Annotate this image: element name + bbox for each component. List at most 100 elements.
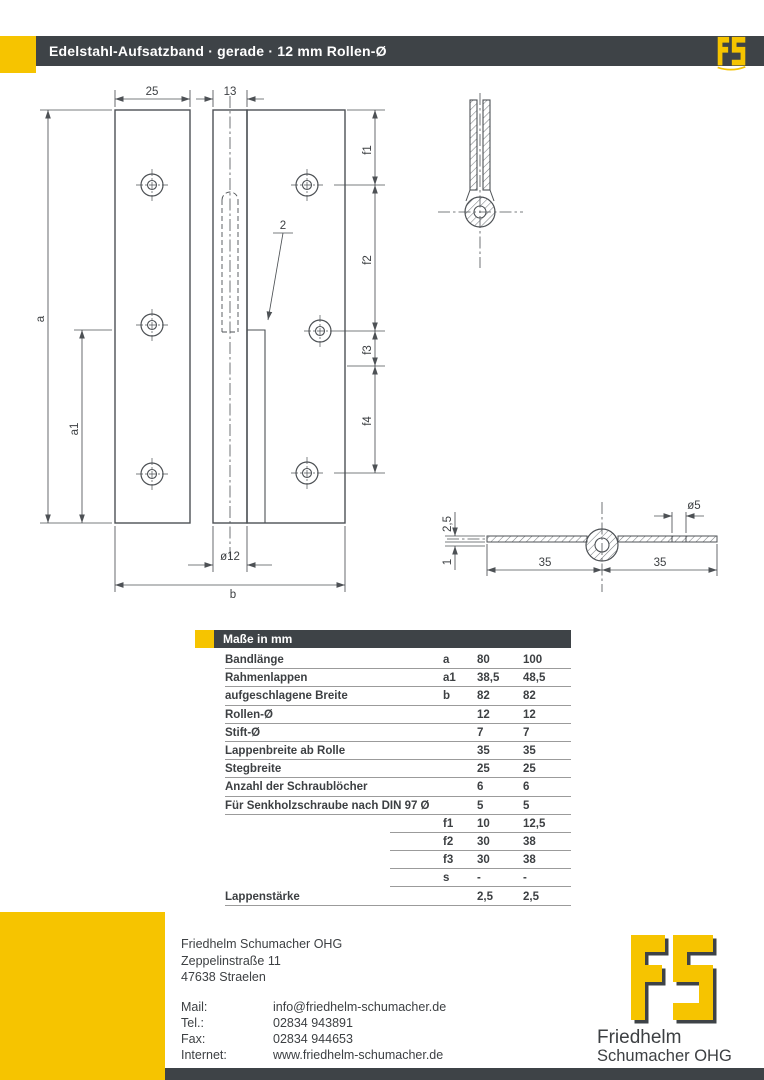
row-value-2: 6 (523, 781, 530, 794)
table-row: Rollen-Ø 12 12 (225, 706, 571, 724)
row-value-2: 38 (523, 835, 536, 848)
dim-label-35-right: 35 (654, 557, 667, 569)
logo-letters (631, 935, 713, 1020)
footer-contact-list: Mail: info@friedhelm-schumacher.de Tel.:… (181, 999, 446, 1063)
row-value-2: 82 (523, 690, 536, 703)
row-value-2: 2,5 (523, 890, 539, 903)
table-body: Bandlänge a 80 100 Rahmenlappen a1 38,5 48,5 a… (225, 651, 571, 906)
technical-drawing: 25 13 2 a a1 f1 f2 f3 f4 ø12 b 2,5 1 35 … (35, 86, 718, 601)
row-value-1: - (477, 872, 481, 885)
table-row: Für Senkholzschraube nach DIN 97 Ø 5 5 (225, 797, 571, 815)
row-value-2: 35 (523, 745, 536, 758)
contact-label-internet: Internet: (181, 1047, 227, 1062)
dim-label-1: 1 (442, 559, 454, 565)
dim-label-a1: a1 (69, 423, 81, 436)
measurements-table: Maße in mm Bandlänge a 80 100 Rahmenlappen a… (195, 630, 571, 906)
row-param: a1 (443, 672, 456, 685)
table-row: Lappenstärke 2,5 2,5 (225, 887, 571, 906)
footer-company-name: Friedhelm Schumacher OHG (181, 937, 343, 951)
row-value-1: 25 (477, 763, 490, 776)
contact-label-tel: Tel.: (181, 1015, 204, 1030)
row-value-1: 82 (477, 690, 490, 703)
row-label: Lappenstärke (225, 890, 300, 903)
header-bar: Edelstahl-Aufsatzband · gerade · 12 mm R… (36, 36, 764, 71)
row-param: a (443, 654, 450, 667)
row-value-2: 12,5 (523, 817, 546, 830)
table-title-bar: Maße in mm (214, 630, 571, 648)
row-label: Rollen-Ø (225, 708, 273, 721)
dim-label-d12: ø12 (220, 551, 240, 563)
row-value-1: 5 (477, 799, 484, 812)
row-value-1: 80 (477, 654, 490, 667)
dim-label-f3: f3 (362, 345, 374, 355)
dim-label-b: b (230, 589, 236, 601)
dimension-lines (40, 90, 718, 592)
row-value-2: 5 (523, 799, 530, 812)
page-title: Edelstahl-Aufsatzband · gerade · 12 mm R… (49, 43, 387, 59)
row-value-2: 25 (523, 763, 536, 776)
table-row: Rahmenlappen a1 38,5 48,5 (225, 669, 571, 688)
row-label: Bandlänge (225, 654, 284, 667)
row-label: Für Senkholzschraube nach DIN 97 Ø (225, 799, 430, 812)
table-row: Stift-Ø 7 7 (225, 724, 571, 743)
header-accent-square (0, 36, 36, 73)
dim-label-13: 13 (224, 86, 237, 98)
table-row: Anzahl der Schraublöcher 6 6 (225, 778, 571, 797)
dim-label-f2: f2 (362, 255, 374, 265)
contact-value-tel: 02834 943891 (273, 1015, 353, 1030)
row-value-1: 38,5 (477, 672, 500, 685)
row-value-2: 7 (523, 726, 530, 739)
row-value-2: 38 (523, 854, 536, 867)
dim-label-25: 25 (146, 86, 159, 98)
contact-label-mail: Mail: (181, 999, 208, 1014)
contact-value-fax: 02834 944653 (273, 1031, 353, 1046)
row-param: f3 (443, 854, 454, 867)
table-row: f3 30 38 (225, 851, 571, 870)
dim-label-2-5: 2,5 (442, 516, 454, 532)
dim-label-f1: f1 (362, 145, 374, 155)
row-param: s (443, 872, 450, 885)
dim-label-f4: f4 (362, 416, 374, 426)
table-title: Maße in mm (223, 632, 293, 646)
row-value-1: 12 (477, 708, 490, 721)
logo-name-line1: Friedhelm (597, 1027, 681, 1048)
row-label: Stift-Ø (225, 726, 261, 739)
row-value-1: 35 (477, 745, 490, 758)
row-value-1: 2,5 (477, 890, 493, 903)
row-label: Stegbreite (225, 763, 282, 776)
contact-label-fax: Fax: (181, 1031, 206, 1046)
row-label: Rahmenlappen (225, 672, 308, 685)
table-row: Bandlänge a 80 100 (225, 651, 571, 670)
footer-contact-info: Friedhelm Schumacher OHG Zeppelinstraße … (181, 936, 446, 1063)
dim-label-d5: ø5 (687, 500, 700, 512)
contact-value-internet: www.friedhelm-schumacher.de (273, 1047, 444, 1062)
row-param: f1 (443, 817, 454, 830)
table-row: s-- (225, 869, 571, 888)
front-view (114, 96, 346, 557)
row-value-1: 6 (477, 781, 484, 794)
footer-city: 47638 Straelen (181, 970, 266, 984)
row-value-2: 48,5 (523, 672, 546, 685)
row-value-2: 100 (523, 654, 543, 667)
contact-value-mail: info@friedhelm-schumacher.de (273, 999, 447, 1014)
row-value-1: 30 (477, 854, 490, 867)
row-label: Lappenbreite ab Rolle (225, 745, 346, 758)
footer-bottom-bar (165, 1068, 764, 1080)
table-row: f2 30 38 (225, 833, 571, 852)
row-label: Anzahl der Schraublöcher (225, 781, 368, 794)
fs-logo-large: Friedhelm Schumacher OHG (597, 935, 732, 1065)
footer-accent-block (0, 912, 165, 1080)
row-value-1: 7 (477, 726, 484, 739)
table-row: Stegbreite 25 25 (225, 760, 571, 779)
dimension-labels: 25 13 2 a a1 f1 f2 f3 f4 ø12 b 2,5 1 35 … (35, 86, 701, 601)
screw-holes (135, 168, 337, 491)
row-value-2: 12 (523, 708, 536, 721)
logo-arc (717, 65, 746, 71)
row-value-1: 30 (477, 835, 490, 848)
dim-label-2: 2 (280, 220, 286, 232)
footer-street: Zeppelinstraße 11 (181, 953, 281, 968)
row-param: f2 (443, 835, 454, 848)
